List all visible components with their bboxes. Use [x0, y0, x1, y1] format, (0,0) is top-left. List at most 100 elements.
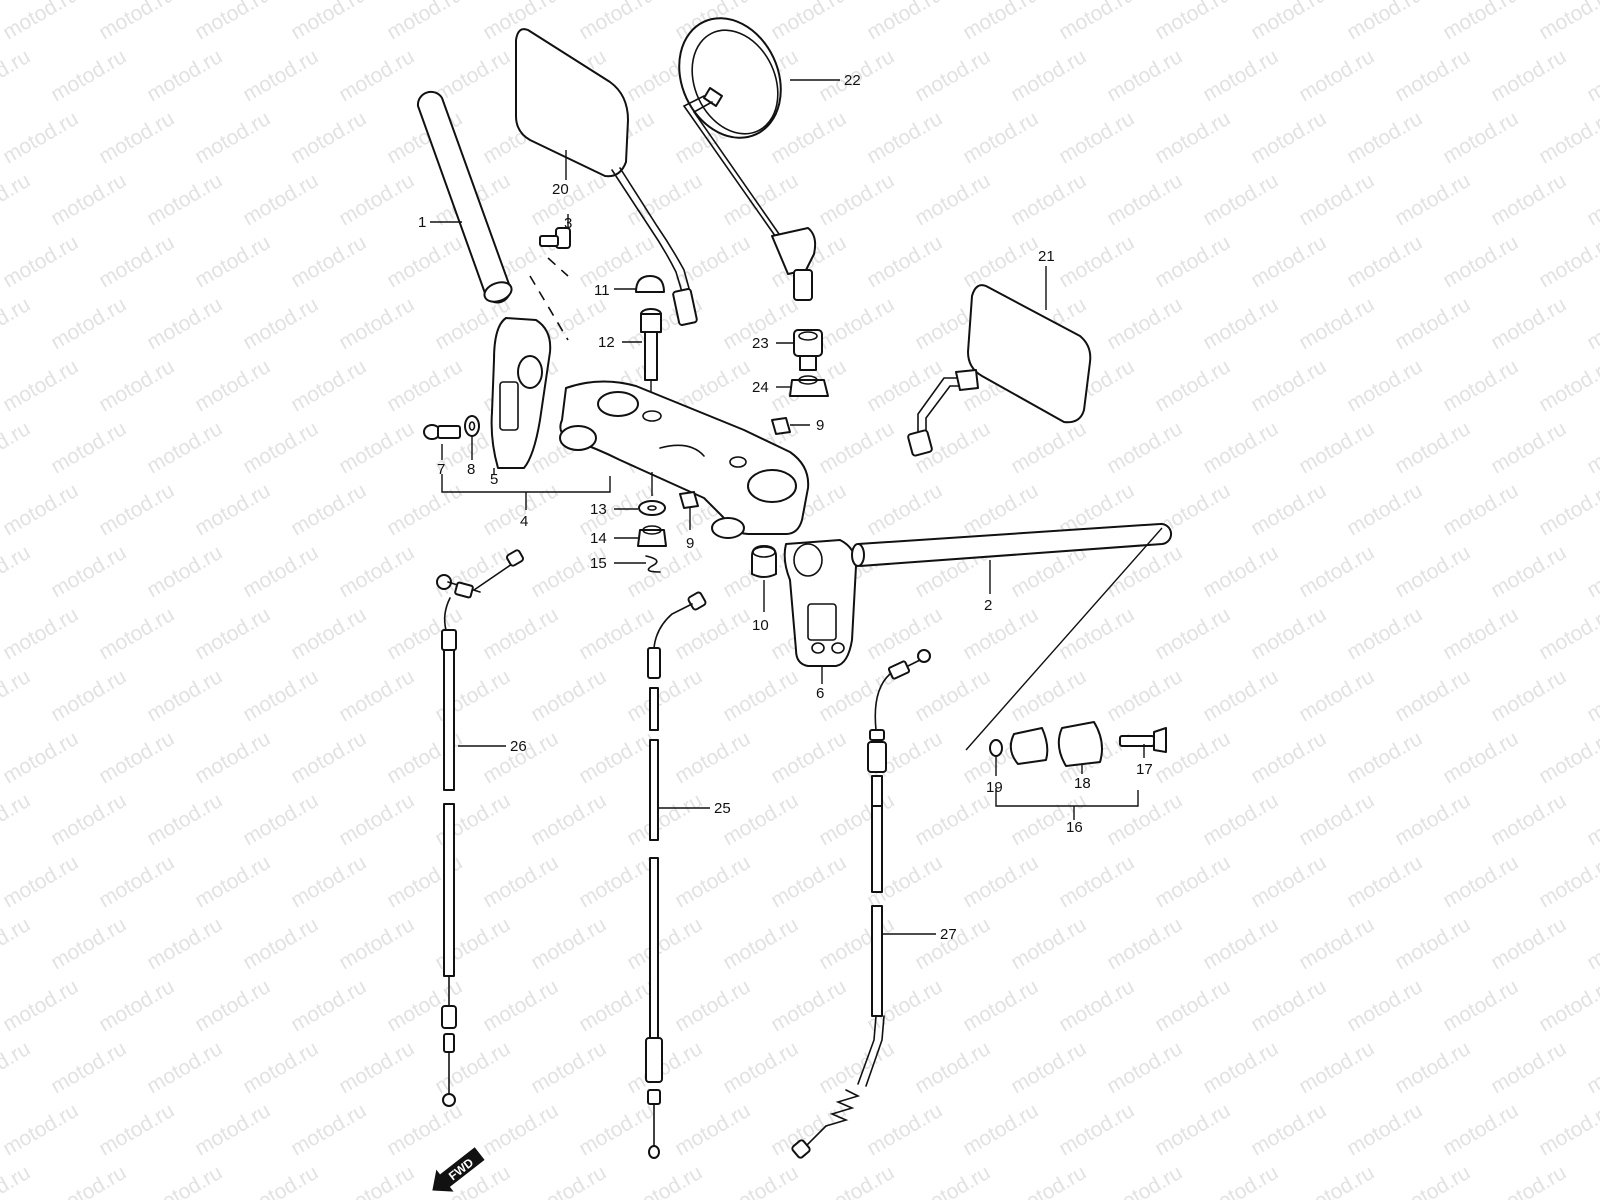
watermark-text: motod.ru	[287, 355, 370, 416]
watermark-text: motod.ru	[623, 1161, 706, 1200]
watermark-text: motod.ru	[1007, 1037, 1090, 1098]
watermark-text: motod.ru	[1247, 727, 1330, 788]
watermark-text: motod.ru	[815, 417, 898, 478]
leader-lines	[430, 79, 1145, 935]
callout-4: 4	[520, 513, 528, 530]
watermark-text: motod.ru	[335, 789, 418, 850]
watermark-text: motod.ru	[287, 727, 370, 788]
watermark-text: motod.ru	[143, 1037, 226, 1098]
watermark-text: motod.ru	[911, 913, 994, 974]
watermark-text: motod.ru	[335, 541, 418, 602]
watermark-text: motod.ru	[1487, 417, 1570, 478]
watermark-text: motod.ru	[1391, 417, 1474, 478]
watermark-text: motod.ru	[287, 1099, 370, 1160]
watermark-text: motod.ru	[47, 45, 130, 106]
watermark-text: motod.ru	[1199, 417, 1282, 478]
watermark-text: motod.ru	[1295, 417, 1378, 478]
watermark-text: motod.ru	[0, 727, 82, 788]
watermark-text: motod.ru	[1535, 851, 1600, 912]
watermark-text: motod.ru	[1487, 541, 1570, 602]
watermark-text: motod.ru	[287, 479, 370, 540]
callout-3: 3	[564, 215, 572, 232]
watermark-text: motod.ru	[863, 0, 946, 44]
handlebar-tube-2	[851, 522, 1172, 751]
watermark-text: motod.ru	[959, 603, 1042, 664]
watermark-text: motod.ru	[1439, 851, 1522, 912]
watermark-text: motod.ru	[383, 0, 466, 44]
watermark-text: motod.ru	[95, 231, 178, 292]
watermark-text: motod.ru	[1487, 789, 1570, 850]
watermark-text: motod.ru	[1535, 479, 1600, 540]
watermark-text: motod.ru	[959, 851, 1042, 912]
callout-12: 12	[598, 334, 615, 351]
watermark-text: motod.ru	[287, 603, 370, 664]
top-bridge-4	[559, 380, 810, 539]
watermark-text: motod.ru	[1583, 913, 1600, 974]
watermark-text: motod.ru	[143, 913, 226, 974]
watermark-text: motod.ru	[1391, 1037, 1474, 1098]
watermark-text: motod.ru	[815, 1037, 898, 1098]
watermark-text: motod.ru	[1007, 417, 1090, 478]
watermark-text: motod.ru	[1439, 975, 1522, 1036]
watermark-text: motod.ru	[1151, 231, 1234, 292]
watermark-text: motod.ru	[47, 789, 130, 850]
watermark-text: motod.ru	[1391, 913, 1474, 974]
watermark-text: motod.ru	[1055, 975, 1138, 1036]
watermark-text: motod.ru	[0, 665, 34, 726]
watermark-text: motod.ru	[0, 1037, 34, 1098]
handlebar-holder-5	[490, 257, 569, 469]
watermark-text: motod.ru	[335, 45, 418, 106]
callout-22: 22	[844, 72, 861, 89]
watermark-text: motod.ru	[767, 0, 850, 44]
watermark-text: motod.ru	[47, 293, 130, 354]
callout-1: 1	[418, 214, 426, 231]
watermark-text: motod.ru	[143, 169, 226, 230]
watermark-text: motod.ru	[1583, 1037, 1600, 1098]
watermark-text: motod.ru	[287, 975, 370, 1036]
watermark-text: motod.ru	[1247, 603, 1330, 664]
watermark-text: motod.ru	[1487, 665, 1570, 726]
watermark-text: motod.ru	[479, 1099, 562, 1160]
watermark-text: motod.ru	[1151, 603, 1234, 664]
watermark-text: motod.ru	[815, 169, 898, 230]
watermark-text: motod.ru	[1199, 1037, 1282, 1098]
watermark-text: motod.ru	[239, 1161, 322, 1200]
watermark-text: motod.ru	[767, 975, 850, 1036]
watermark-text: motod.ru	[47, 1161, 130, 1200]
watermark-text: motod.ru	[95, 355, 178, 416]
watermark-text: motod.ru	[335, 665, 418, 726]
watermark-text: motod.ru	[239, 913, 322, 974]
watermark-text: motod.ru	[0, 417, 34, 478]
watermark-text: motod.ru	[719, 1037, 802, 1098]
watermark-text: motod.ru	[1439, 1099, 1522, 1160]
watermark-text: motod.ru	[1199, 293, 1282, 354]
watermark-text: motod.ru	[911, 169, 994, 230]
washer-8	[464, 415, 480, 437]
callout-14: 14	[590, 530, 607, 547]
callout-20: 20	[552, 181, 569, 198]
watermark-text: motod.ru	[1583, 665, 1600, 726]
watermark-text: motod.ru	[239, 541, 322, 602]
watermark-text: motod.ru	[47, 541, 130, 602]
watermark-text: motod.ru	[671, 851, 754, 912]
callout-25: 25	[714, 800, 731, 817]
watermark-text: motod.ru	[383, 231, 466, 292]
watermark-text: motod.ru	[1247, 231, 1330, 292]
watermark-text: motod.ru	[1247, 851, 1330, 912]
watermark-text: motod.ru	[1295, 45, 1378, 106]
watermark-text: motod.ru	[239, 1037, 322, 1098]
watermark-text: motod.ru	[959, 231, 1042, 292]
watermark-text: motod.ru	[623, 789, 706, 850]
watermark-text: motod.ru	[335, 293, 418, 354]
watermark-text: motod.ru	[671, 1099, 754, 1160]
watermark-text: motod.ru	[1151, 355, 1234, 416]
pin-15	[645, 555, 661, 573]
watermark-text: motod.ru	[0, 1161, 34, 1200]
callout-15: 15	[590, 555, 607, 572]
watermark-text: motod.ru	[0, 789, 34, 850]
watermark-text: motod.ru	[527, 913, 610, 974]
watermark-text: motod.ru	[863, 231, 946, 292]
bolt-7	[423, 424, 461, 440]
watermark-text: motod.ru	[143, 417, 226, 478]
watermark-text: motod.ru	[767, 851, 850, 912]
